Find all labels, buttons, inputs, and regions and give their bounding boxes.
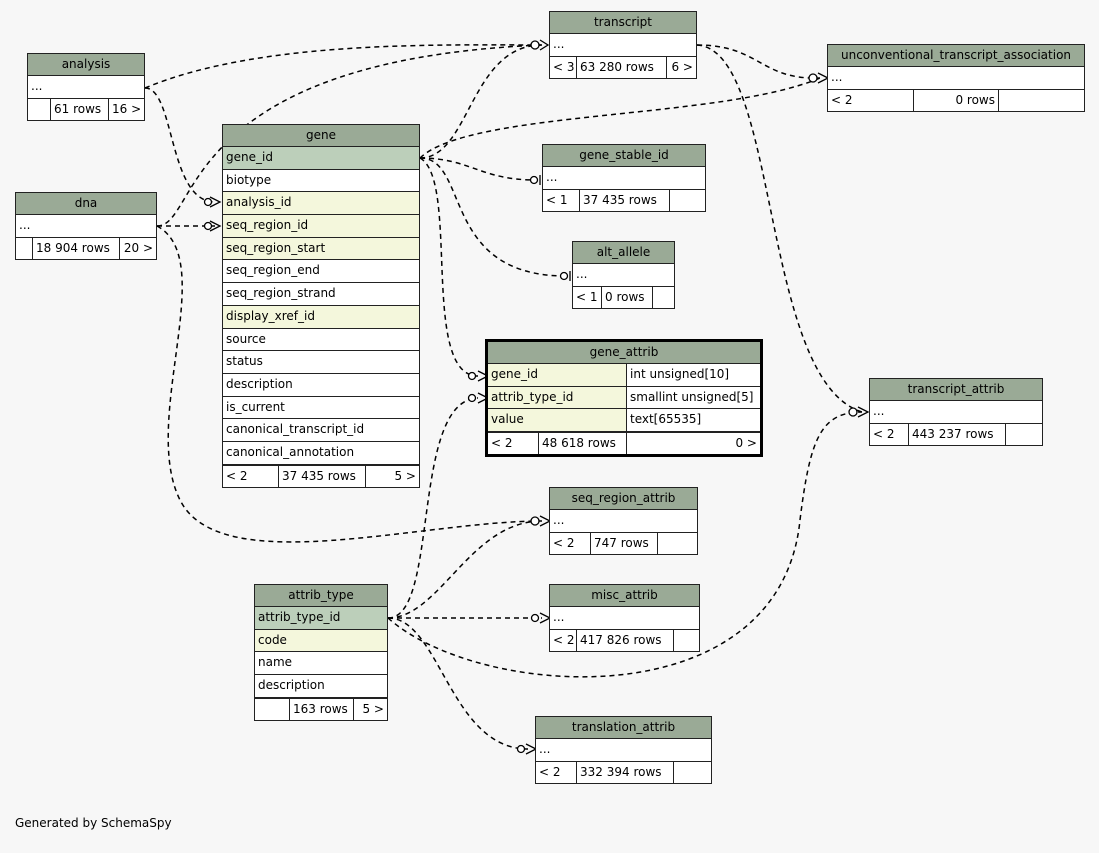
table-row: ... <box>550 607 699 630</box>
table-row: ... <box>536 739 711 762</box>
table-translation-attrib[interactable]: translation_attrib ... < 2 332 394 rows <box>535 716 712 784</box>
table-transcript[interactable]: transcript ... < 3 63 280 rows 6 > <box>549 11 697 79</box>
table-footer: < 2 0 rows <box>828 89 1084 111</box>
table-row: ... <box>573 264 674 287</box>
table-row-primary-key: attrib_type_id <box>255 607 387 630</box>
table-footer: < 2 48 618 rows 0 > <box>488 432 760 455</box>
table-row: code <box>255 629 387 653</box>
table-unconventional-transcript-association[interactable]: unconventional_transcript_association ..… <box>827 44 1085 112</box>
table-row-foreign-key: display_xref_id <box>223 305 419 329</box>
link-transcript-transcript-attrib <box>696 44 863 413</box>
table-gene-stable-id[interactable]: gene_stable_id ... < 1 37 435 rows <box>542 144 706 212</box>
table-row: name <box>255 652 387 676</box>
table-row: canonical_annotation <box>223 442 419 465</box>
table-analysis[interactable]: analysis ... 61 rows 16 > <box>27 53 145 121</box>
table-footer: < 2 747 rows <box>550 532 697 554</box>
table-row-foreign-key: seq_region_start <box>223 237 419 261</box>
table-row: ... <box>870 401 1042 424</box>
table-row: is_current <box>223 397 419 420</box>
link-attrib-type-seq-region-attrib <box>387 520 543 619</box>
table-attrib-type[interactable]: attrib_type attrib_type_id code name des… <box>254 584 388 721</box>
link-gene-transcript <box>419 44 543 159</box>
table-footer: 163 rows 5 > <box>255 697 387 720</box>
table-header: alt_allele <box>573 242 674 264</box>
link-attrib-type-gene-attrib <box>387 397 479 619</box>
table-header: dna <box>16 193 156 215</box>
table-header: seq_region_attrib <box>550 488 697 510</box>
table-row: ... <box>550 34 696 57</box>
table-row-primary-key: gene_id <box>223 147 419 170</box>
link-gene-uta <box>419 77 821 159</box>
table-row-foreign-key: gene_id int unsigned[10] <box>488 364 760 387</box>
link-analysis-transcript <box>144 44 543 89</box>
table-header: gene <box>223 125 419 147</box>
table-row: ... <box>828 67 1084 90</box>
table-row: description <box>223 374 419 397</box>
link-gene-gene-attrib <box>419 157 479 377</box>
table-seq-region-attrib[interactable]: seq_region_attrib ... < 2 747 rows <box>549 487 698 555</box>
table-row: ... <box>16 215 156 238</box>
table-row: seq_region_end <box>223 260 419 284</box>
table-footer: < 2 443 237 rows <box>870 423 1042 445</box>
table-header: gene_attrib <box>488 342 760 364</box>
table-dna[interactable]: dna ... 18 904 rows 20 > <box>15 192 157 260</box>
table-header: attrib_type <box>255 585 387 607</box>
table-footer: < 2 332 394 rows <box>536 761 711 783</box>
table-header: translation_attrib <box>536 717 711 739</box>
table-header: unconventional_transcript_association <box>828 45 1084 67</box>
table-alt-allele[interactable]: alt_allele ... < 1 0 rows <box>572 241 675 309</box>
table-row-foreign-key: attrib_type_id smallint unsigned[5] <box>488 386 760 410</box>
table-row: ... <box>543 167 705 190</box>
link-attrib-type-transcript-attrib <box>387 411 863 678</box>
table-row: ... <box>550 510 697 533</box>
link-dna-seq-region-attrib <box>156 225 543 543</box>
table-row: ... <box>28 76 144 99</box>
table-footer: < 3 63 280 rows 6 > <box>550 56 696 78</box>
link-attrib-type-translation-attrib <box>387 617 529 750</box>
table-header: gene_stable_id <box>543 145 705 167</box>
link-gene-gene-stable-id <box>419 157 537 181</box>
table-row: seq_region_strand <box>223 283 419 306</box>
table-gene[interactable]: gene gene_id biotype analysis_id seq_reg… <box>222 124 420 488</box>
table-gene-attrib[interactable]: gene_attrib gene_id int unsigned[10] att… <box>485 339 763 458</box>
link-analysis-gene <box>144 87 216 203</box>
table-footer: < 2 417 826 rows <box>550 629 699 651</box>
table-row-foreign-key: seq_region_id <box>223 215 419 238</box>
table-transcript-attrib[interactable]: transcript_attrib ... < 2 443 237 rows <box>869 378 1043 446</box>
table-row-foreign-key: analysis_id <box>223 192 419 216</box>
table-footer: 61 rows 16 > <box>28 98 144 120</box>
table-header: transcript <box>550 12 696 34</box>
table-footer: < 2 37 435 rows 5 > <box>223 464 419 487</box>
table-row-foreign-key: value text[65535] <box>488 409 760 433</box>
table-row: canonical_transcript_id <box>223 419 419 442</box>
relationship-markers <box>203 39 870 755</box>
table-misc-attrib[interactable]: misc_attrib ... < 2 417 826 rows <box>549 584 700 652</box>
link-transcript-uta <box>696 44 821 79</box>
table-header: transcript_attrib <box>870 379 1042 401</box>
table-header: analysis <box>28 54 144 76</box>
table-footer: < 1 37 435 rows <box>543 189 705 211</box>
table-row: biotype <box>223 170 419 193</box>
table-footer: < 1 0 rows <box>573 286 674 308</box>
table-row: status <box>223 351 419 374</box>
generated-by-label: Generated by SchemaSpy <box>15 816 172 830</box>
table-header: misc_attrib <box>550 585 699 607</box>
table-footer: 18 904 rows 20 > <box>16 237 156 259</box>
table-row: description <box>255 675 387 698</box>
table-row: source <box>223 329 419 352</box>
